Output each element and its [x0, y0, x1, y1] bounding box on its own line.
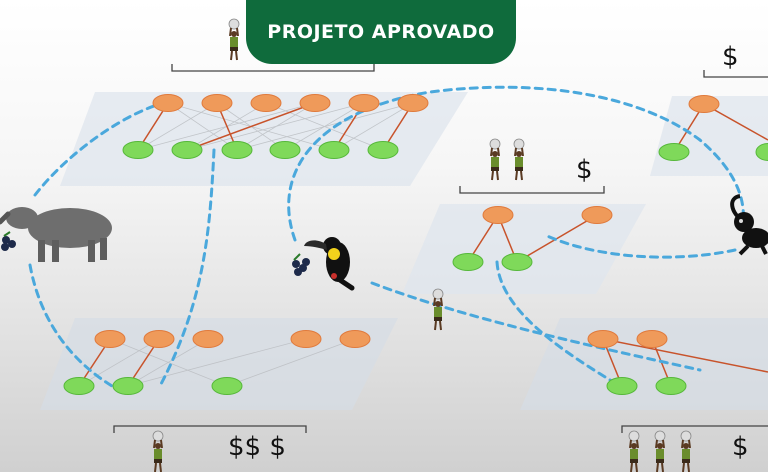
bracket-bottom-left — [113, 425, 307, 433]
monkey-icon — [730, 194, 768, 256]
bracket-middle — [459, 186, 605, 194]
network-layer-bottom-right — [520, 318, 768, 410]
person-carrying-basket-icon — [432, 288, 444, 331]
path-toucan-to-bottom-right — [370, 281, 702, 372]
bracket-top — [171, 64, 375, 72]
price-label-middle: $ — [576, 155, 593, 185]
price-label-bottom-right: $ — [732, 432, 749, 462]
project-approved-label: PROJETO APROVADO — [267, 21, 495, 43]
tapir-icon — [0, 207, 112, 262]
network-layer-middle — [402, 204, 646, 294]
path-top-arc — [287, 85, 745, 242]
person-carrying-basket-icon — [628, 430, 640, 472]
person-carrying-basket-icon — [489, 138, 501, 181]
path-cross-center — [158, 148, 216, 388]
path-tapir-to-bottom — [28, 263, 114, 388]
person-carrying-basket-icon — [513, 138, 525, 181]
person-carrying-basket-icon — [654, 430, 666, 472]
acai-berries-icon — [1, 231, 16, 251]
bracket-top-right — [703, 70, 768, 78]
project-approved-badge: PROJETO APROVADO — [246, 0, 516, 64]
path-middle-to-bottom-right — [495, 260, 622, 388]
person-carrying-basket-icon — [152, 430, 164, 472]
price-label-top-right: $ — [722, 42, 739, 72]
dispersal-paths — [28, 85, 745, 388]
weak-links-bottom-left — [78, 338, 356, 387]
path-monkey-to-middle — [543, 233, 737, 259]
plant-nodes — [94, 94, 720, 348]
price-label-bottom-left: $$ $ — [228, 432, 286, 462]
toucan-icon — [304, 237, 355, 291]
acai-berries-icon — [292, 253, 310, 276]
person-carrying-basket-icon — [680, 430, 692, 472]
bracket-bottom-right — [621, 425, 768, 433]
animal-nodes — [63, 141, 768, 395]
person-carrying-basket-icon — [228, 18, 240, 61]
